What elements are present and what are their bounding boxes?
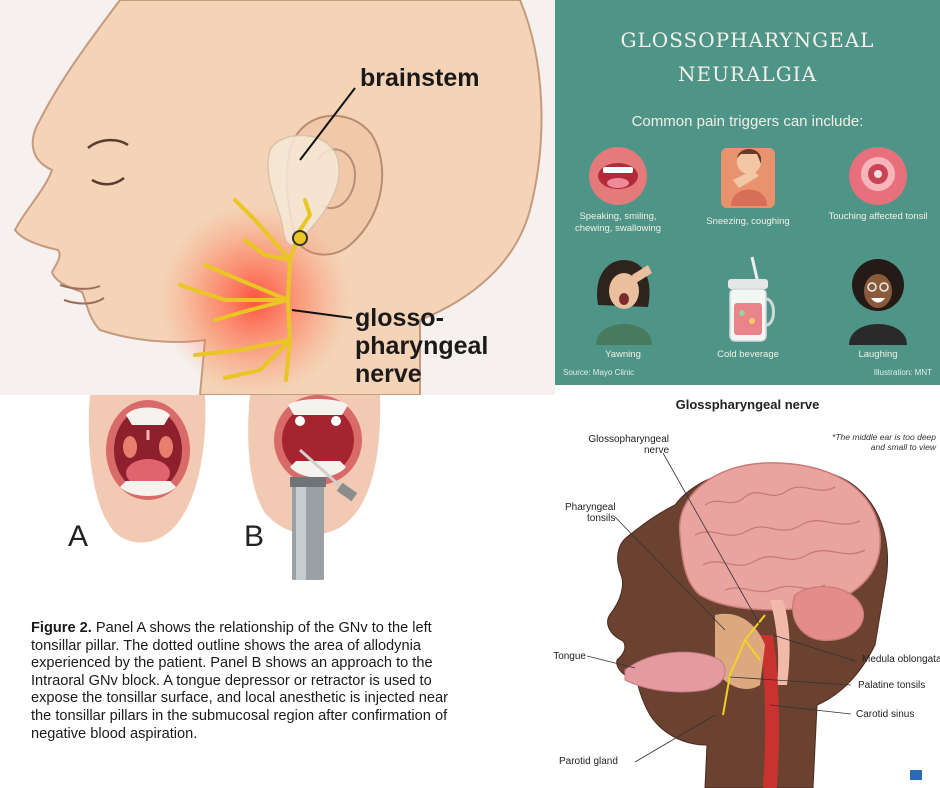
mouth-figure-panel: Figure 2. Panel A shows the relationship… xyxy=(0,395,555,788)
trigger-label-yawning: Yawning xyxy=(605,349,641,360)
cold-drink-icon xyxy=(728,256,775,342)
triggers-infographic-panel: GLOSSOPHARYNGEAL NEURALGIA Common pain t… xyxy=(555,0,940,385)
brainstem-label: brainstem xyxy=(360,64,479,92)
label-carotid-sinus: Carotid sinus xyxy=(856,709,915,720)
trigger-item-coughing: Sneezing, coughing xyxy=(688,140,808,228)
panel-letter-b: B xyxy=(244,520,265,553)
trigger-item-tonsil: Touching affected tonsil xyxy=(818,145,938,223)
nerve-label-line3: nerve xyxy=(355,360,422,388)
panel-letter-a: A xyxy=(68,520,89,553)
trigger-item-speaking: Speaking, smiling, chewing, swallowing xyxy=(558,145,678,235)
caption-body-text: Panel A shows the relationship of the GN… xyxy=(31,620,448,742)
infographic-subtitle: Common pain triggers can include: xyxy=(631,113,864,130)
trigger-label-speaking-2: chewing, swallowing xyxy=(574,223,662,234)
trigger-label-speaking-1: Speaking, smiling, xyxy=(579,211,657,222)
trigger-item-yawning: Yawning xyxy=(563,255,683,361)
coughing-person-icon xyxy=(721,148,775,208)
trigger-item-cold-drink: Cold beverage xyxy=(688,255,808,361)
laughing-person-icon xyxy=(849,259,907,345)
nerve-label-line2: pharyngeal xyxy=(355,332,488,360)
infographic-title-line1: GLOSSOPHARYNGEAL xyxy=(620,28,875,52)
label-pt-line2: tonsils xyxy=(587,513,616,524)
trigger-label-coughing: Sneezing, coughing xyxy=(706,216,790,227)
label-gn-line1: Glossopharyngeal xyxy=(588,434,669,445)
caption-figure-number: Figure 2. xyxy=(31,620,92,636)
callout-lines xyxy=(586,452,856,763)
head-profile-illustration: brainstem glosso- pharyngeal nerve xyxy=(0,0,555,395)
trigger-label-cold-drink: Cold beverage xyxy=(717,349,779,360)
nerve-label-line1: glosso- xyxy=(355,304,444,332)
trigger-label-laughing: Laughing xyxy=(858,349,898,360)
label-tongue: Tongue xyxy=(553,651,586,662)
head-anatomy-illustration xyxy=(586,452,922,788)
trigger-label-tonsil: Touching affected tonsil xyxy=(828,211,928,222)
open-mouth-illustration-b xyxy=(248,395,381,580)
label-gn-line2: nerve xyxy=(643,445,669,456)
head-illustration-panel: brainstem glosso- pharyngeal nerve xyxy=(0,0,555,395)
trigger-item-laughing: Laughing xyxy=(818,255,938,361)
nerve-branches xyxy=(178,198,313,382)
label-pharyngeal-tonsils: Pharyngeal tonsils xyxy=(565,502,616,524)
anatomy-note-line1: *The middle ear is too deep xyxy=(832,432,936,442)
infographic-title-line2: NEURALGIA xyxy=(677,62,818,86)
corner-logo-icon xyxy=(910,770,922,780)
label-palatine-tonsils: Palatine tonsils xyxy=(858,680,926,691)
label-medulla-oblongata: Medula oblongata xyxy=(862,654,940,665)
mouth-illustrations xyxy=(88,395,381,580)
open-mouth-illustration-a xyxy=(88,395,206,543)
label-parotid-gland: Parotid gland xyxy=(559,756,618,767)
figure-caption: Figure 2. Panel A shows the relationship… xyxy=(31,620,451,743)
anatomy-title: Glosspharyngeal nerve xyxy=(675,397,820,412)
label-glossopharyngeal-nerve: Glossopharyngeal nerve xyxy=(583,434,669,456)
anatomy-note-line2: and small to view xyxy=(870,442,936,452)
infographic-source-footer: Source: Mayo Clinic xyxy=(563,368,635,377)
tonsil-icon xyxy=(849,147,907,205)
yawning-person-icon xyxy=(596,260,652,345)
anatomy-illustration-panel xyxy=(555,385,940,788)
anatomy-note: *The middle ear is too deep and small to… xyxy=(832,432,936,452)
mouth-icon xyxy=(589,147,647,205)
label-pt-line1: Pharyngeal xyxy=(565,502,616,513)
infographic-credit-footer: Illustration: MNT xyxy=(873,368,932,377)
